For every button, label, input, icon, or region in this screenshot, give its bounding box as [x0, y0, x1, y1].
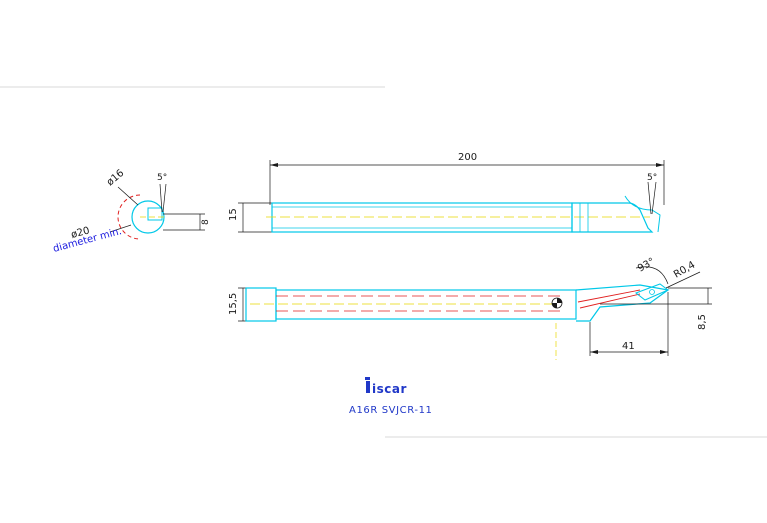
brand-logo: iscar — [365, 377, 407, 396]
min-bore-label: ø20 — [70, 225, 91, 241]
top-view — [238, 160, 665, 233]
insert — [634, 283, 669, 301]
offset-label: 8 — [201, 219, 211, 225]
tool-designation: A16R SVJCR-11 — [349, 405, 433, 416]
offset-side-label: 8,5 — [697, 314, 708, 330]
clearance-angle-left-label: 5° — [157, 173, 167, 183]
sheet-border — [0, 86, 767, 438]
overall-length-label: 200 — [458, 152, 477, 163]
nose-radius-label: R0,4 — [672, 260, 697, 281]
insert-angle-label: 93° — [636, 256, 657, 274]
shank-height-bottom-label: 15,5 — [228, 293, 239, 315]
end-view — [109, 183, 205, 240]
side-view — [238, 266, 712, 360]
head-length-label: 41 — [622, 341, 635, 352]
brand-logo-text: iscar — [372, 382, 407, 396]
insert-pocket — [147, 207, 163, 221]
min-bore-arc — [117, 194, 141, 240]
shank-height-top-label: 15 — [228, 208, 239, 221]
shank-diameter-label: ø16 — [105, 168, 127, 189]
clearance-angle-right-label: 5° — [647, 173, 657, 183]
